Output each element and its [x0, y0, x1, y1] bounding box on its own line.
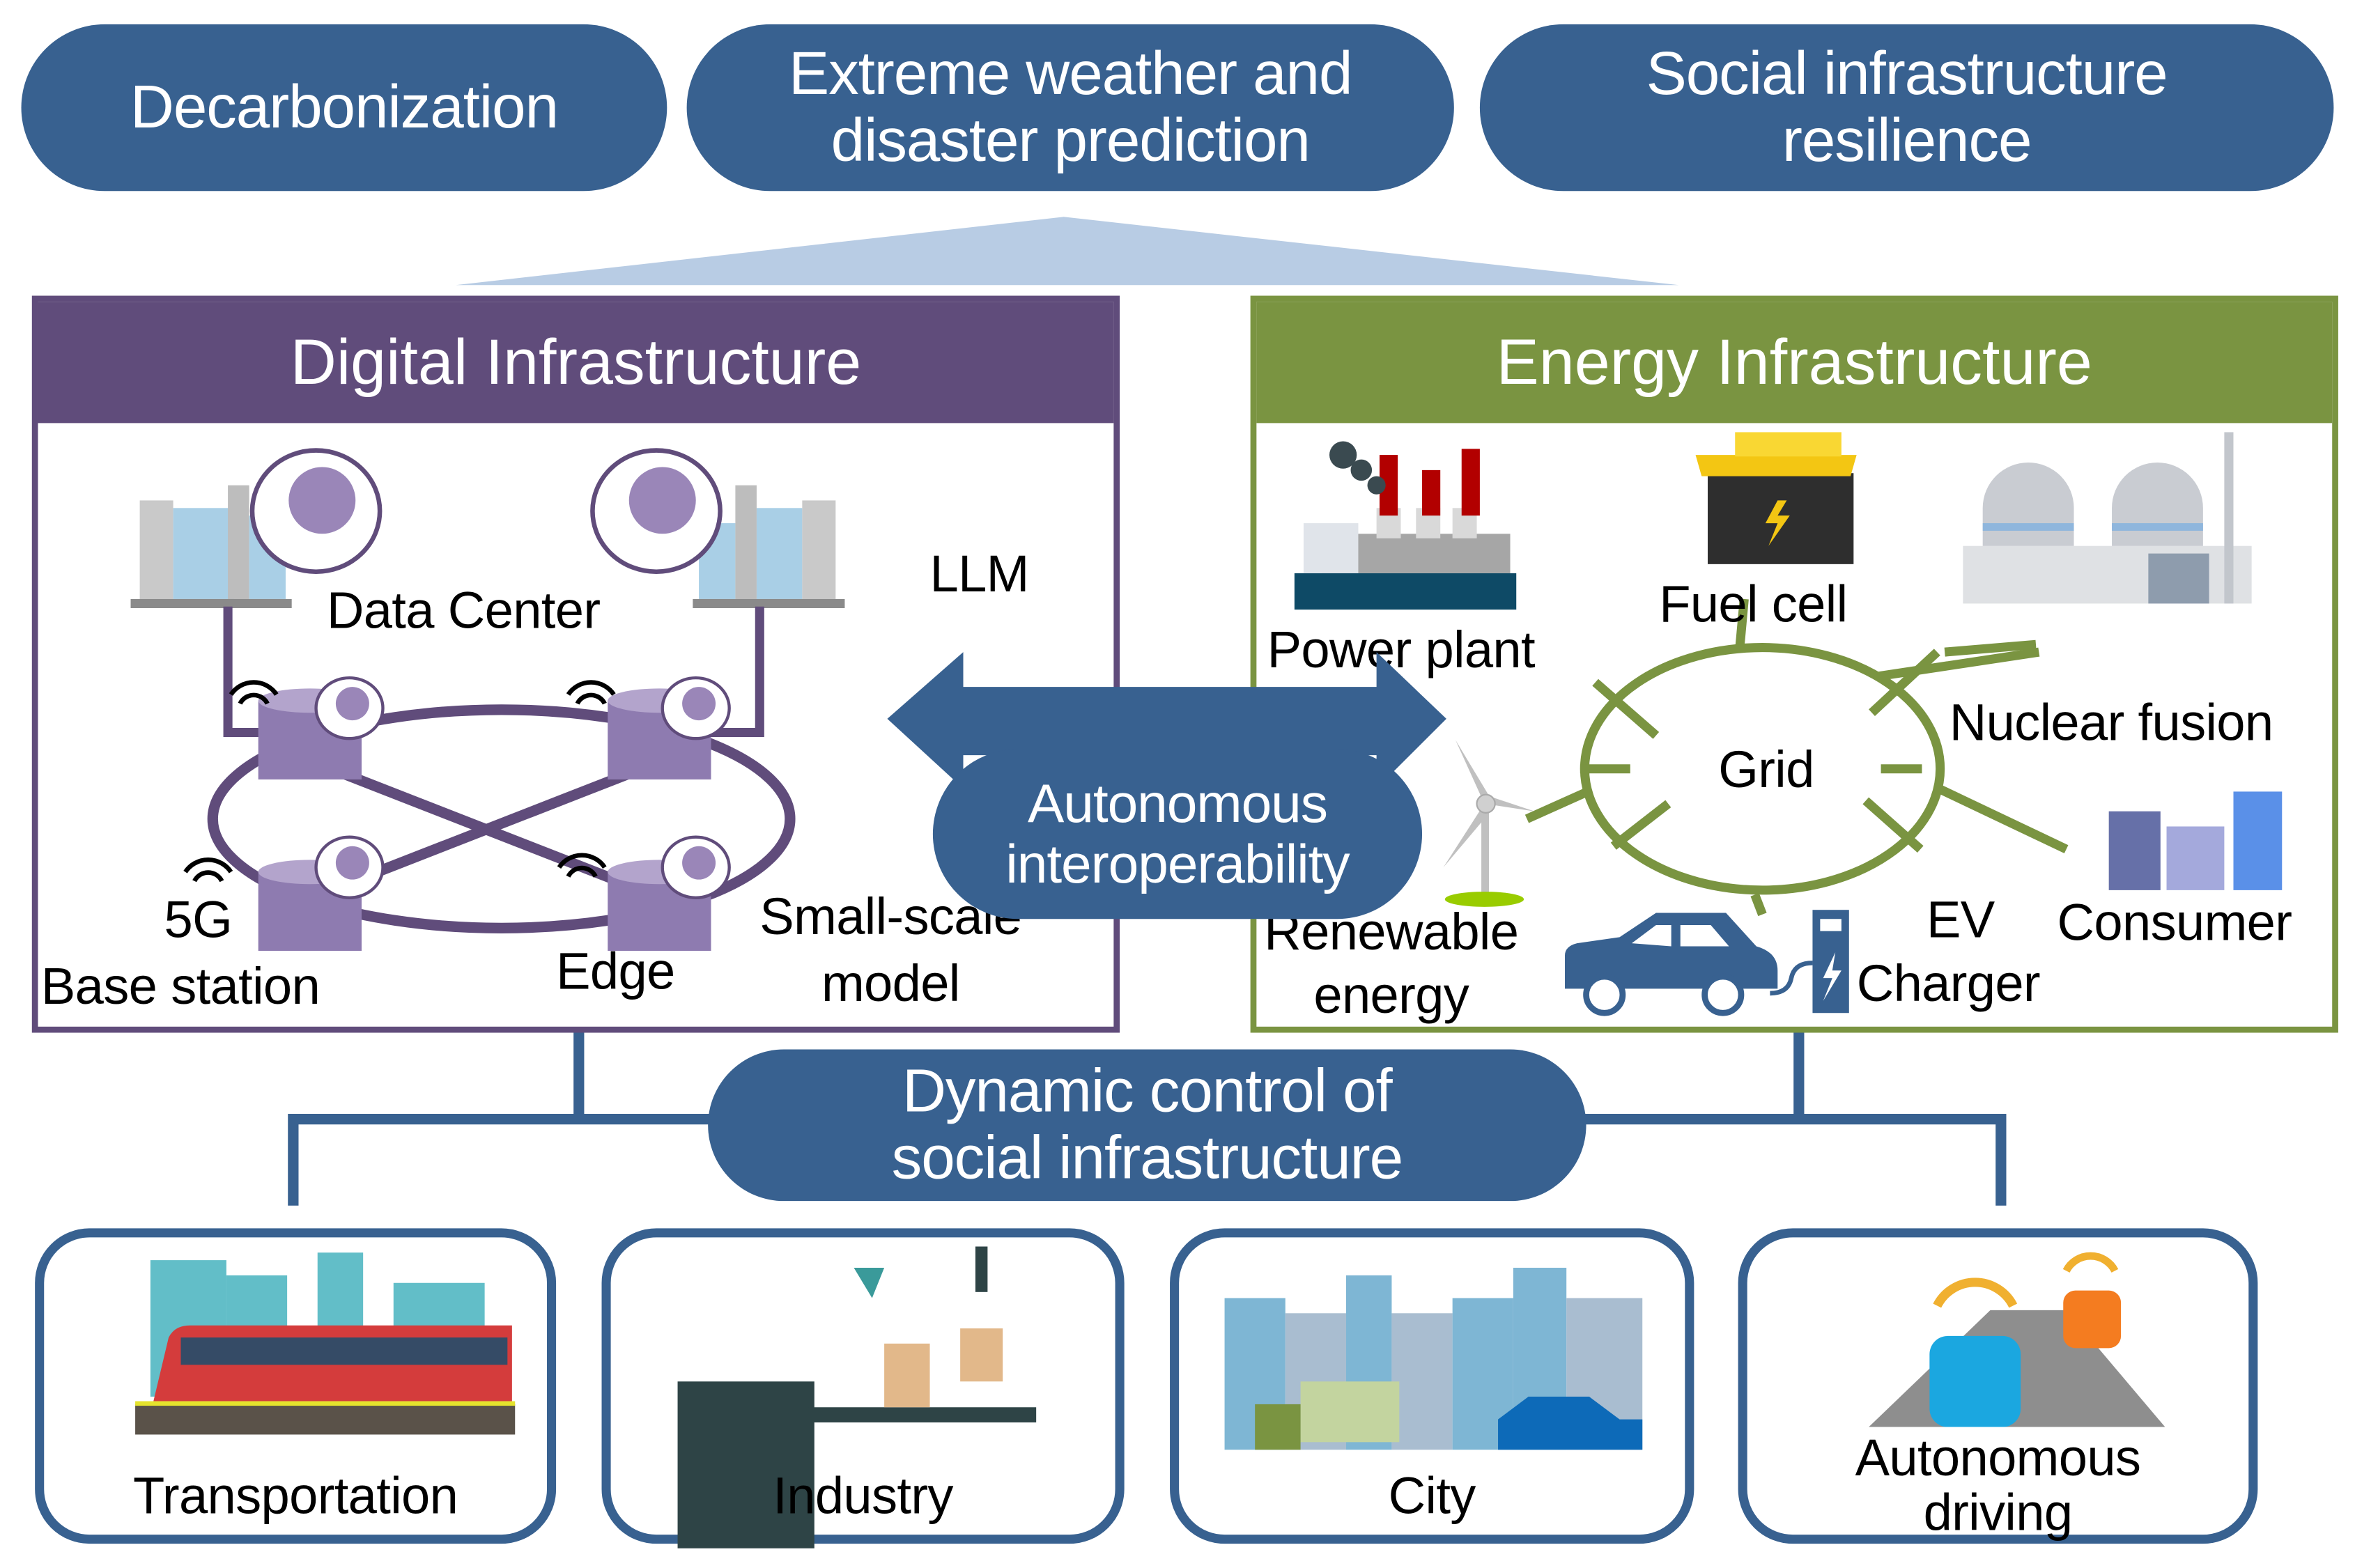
goal-label-line1: Social infrastructure	[1646, 40, 2168, 108]
domain-card-city: City	[1170, 1228, 1694, 1544]
power-plant-icon	[1294, 441, 1517, 610]
ev-label: EV	[1927, 892, 1995, 949]
autonomous-driving-label: Autonomous driving	[1747, 1431, 2249, 1541]
wifi-icon	[183, 857, 233, 883]
industry-robot-icon	[677, 1246, 1037, 1548]
domain-card-autonomous-driving: Autonomous driving	[1738, 1228, 2258, 1544]
transportation-label: Transportation	[133, 1468, 458, 1526]
dynamic-line1: Dynamic control of	[902, 1058, 1393, 1126]
digital-panel-title: Digital Infrastructure	[290, 326, 862, 398]
goal-label: Decarbonization	[130, 74, 559, 141]
goal-resilience: Social infrastructure resilience	[1479, 24, 2334, 192]
funnel-triangle	[456, 217, 1679, 286]
data-center-label: Data Center	[326, 582, 601, 640]
autonomous-interoperability-pill: Autonomous interoperability	[932, 749, 1423, 919]
data-center-building-icon	[130, 485, 292, 608]
train-icon	[135, 1252, 516, 1435]
autonomous-cars-icon	[1869, 1252, 2165, 1427]
consumer-label: Consumer	[2057, 894, 2292, 953]
interop-line2: interoperability	[1005, 832, 1350, 895]
wifi-icon	[566, 680, 616, 705]
ev-charger-icon	[1770, 910, 1849, 1014]
wind-turbine-icon	[1443, 740, 1535, 907]
autonomous-driving-line2: driving	[1923, 1484, 2073, 1543]
charger-label: Charger	[1856, 955, 2041, 1014]
nuclear-fusion-plant-icon	[1963, 432, 2252, 604]
industry-label: Industry	[773, 1468, 953, 1526]
domain-card-industry: Industry	[601, 1228, 1125, 1548]
grid-icon	[1524, 598, 2069, 917]
digital-infrastructure-panel: Digital Infrastructure	[31, 295, 1120, 1033]
base-station-label: Base station	[40, 958, 321, 1016]
power-plant-label: Power plant	[1267, 621, 1536, 680]
autonomous-driving-line1: Autonomous	[1855, 1429, 2141, 1488]
dynamic-line2: social infrastructure	[891, 1125, 1403, 1193]
renewable-line2: energy	[1313, 967, 1469, 1025]
goal-label-line1: Extreme weather and	[789, 40, 1352, 108]
goal-extreme-weather: Extreme weather and disaster prediction	[686, 24, 1454, 192]
grid-label: Grid	[1718, 741, 1814, 800]
fuel-cell-label: Fuel cell	[1659, 576, 1848, 634]
goal-decarbonization: Decarbonization	[21, 24, 667, 192]
llm-label: LLM	[929, 545, 1030, 604]
nuclear-fusion-label: Nuclear fusion	[1949, 694, 2273, 752]
city-icon	[1224, 1267, 1643, 1450]
edge-label: Edge	[556, 943, 675, 1001]
digital-panel-header: Digital Infrastructure	[38, 302, 1114, 424]
consumer-buildings-icon	[2108, 791, 2283, 890]
goal-label-line2: disaster prediction	[831, 107, 1311, 175]
ai-brain-icon	[314, 835, 385, 899]
fuel-cell-battery-icon	[1695, 432, 1857, 564]
energy-panel-title: Energy Infrastructure	[1496, 326, 2092, 398]
ai-brain-icon	[314, 676, 385, 740]
5g-label: 5G	[164, 892, 233, 949]
ai-brain-icon	[661, 676, 731, 740]
energy-panel-header: Energy Infrastructure	[1256, 302, 2333, 424]
city-label: City	[1388, 1468, 1476, 1526]
interop-line1: Autonomous	[1028, 772, 1328, 835]
ai-brain-icon	[590, 448, 723, 574]
small-scale-model-label: Small-scale model	[759, 889, 1022, 1014]
ai-brain-icon	[661, 835, 731, 899]
energy-infrastructure-panel: Energy Infrastructure	[1250, 295, 2338, 1033]
ai-brain-icon	[249, 448, 383, 574]
wifi-icon	[229, 680, 279, 705]
domain-card-transportation: Transportation	[35, 1228, 557, 1544]
electric-car-icon	[1565, 913, 1778, 1016]
small-scale-line2: model	[821, 955, 960, 1014]
dynamic-control-pill: Dynamic control of social infrastructure	[708, 1049, 1586, 1202]
goal-label-line2: resilience	[1782, 107, 2032, 175]
wifi-icon	[557, 853, 607, 878]
